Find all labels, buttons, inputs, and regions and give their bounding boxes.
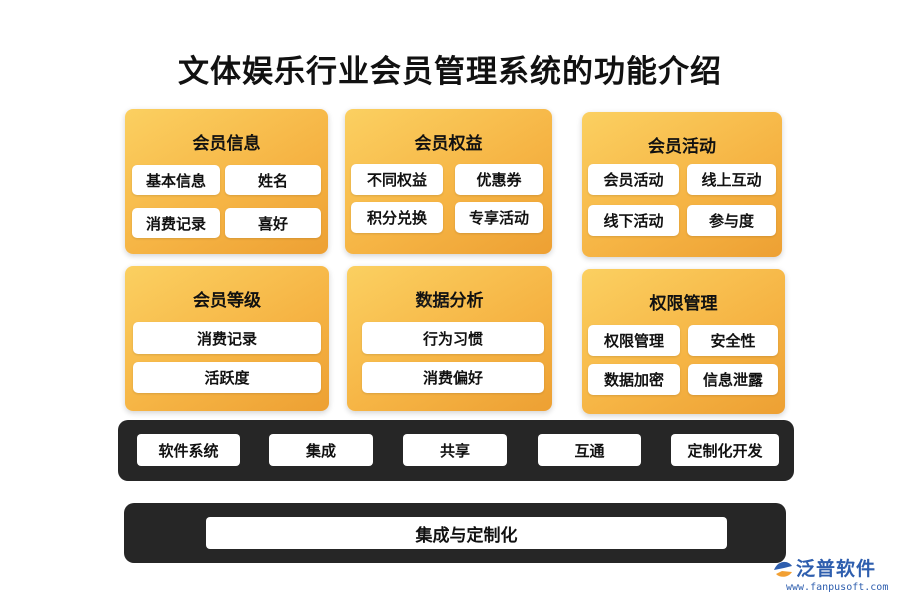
chip-exclusive-activity: 专享活动	[455, 202, 543, 233]
chip-offline-activity: 线下活动	[588, 205, 679, 236]
chip-consumption-record: 消费记录	[132, 208, 220, 238]
panel-title: 数据分析	[415, 291, 484, 311]
chip-preference: 喜好	[225, 208, 321, 238]
chip-name: 姓名	[225, 165, 321, 195]
chip-behavior-habit: 行为习惯	[362, 322, 544, 354]
chip-data-encryption: 数据加密	[588, 364, 680, 395]
chip-activity-level: 活跃度	[133, 362, 321, 393]
panel-title: 会员活动	[648, 137, 716, 157]
bar-item-integration: 集成	[269, 434, 373, 466]
chip-consumption-record: 消费记录	[133, 322, 321, 354]
bar-item-software-system: 软件系统	[137, 434, 240, 466]
bar-item-sharing: 共享	[403, 434, 507, 466]
chip-member-activity: 会员活动	[588, 164, 679, 195]
panel-member-level: 会员等级 消费记录 活跃度	[125, 266, 329, 411]
chip-points-redeem: 积分兑换	[351, 202, 443, 233]
chip-security: 安全性	[688, 325, 778, 356]
brand-logo: 泛普软件 www.fanpusoft.com	[770, 554, 898, 598]
panel-data-analysis: 数据分析 行为习惯 消费偏好	[347, 266, 552, 411]
base-bar: 集成与定制化	[124, 503, 786, 563]
bar-item-interconnect: 互通	[538, 434, 641, 466]
integration-bar: 软件系统 集成 共享 互通 定制化开发	[118, 420, 794, 481]
panel-title: 会员等级	[193, 291, 261, 311]
chip-different-rights: 不同权益	[351, 164, 443, 195]
chip-basic-info: 基本信息	[132, 165, 220, 195]
logo-icon	[774, 561, 792, 577]
panel-title: 会员信息	[192, 134, 261, 154]
panel-title: 权限管理	[649, 294, 718, 314]
panel-title: 会员权益	[414, 134, 483, 154]
page-title: 文体娱乐行业会员管理系统的功能介绍	[178, 54, 722, 90]
watermark: 泛普软件	[416, 299, 453, 309]
chip-coupon: 优惠券	[455, 164, 543, 195]
panel-member-rights: 会员权益 不同权益 优惠券 积分兑换 专享活动	[345, 109, 552, 254]
logo-url: www.fanpusoft.com	[786, 582, 889, 593]
chip-participation: 参与度	[687, 205, 776, 236]
panel-member-activity: 会员活动 会员活动 线上互动 线下活动 参与度	[582, 112, 782, 257]
base-bar-label: 集成与定制化	[206, 517, 727, 549]
chip-info-leak: 信息泄露	[688, 364, 778, 395]
panel-permission-management: 权限管理 权限管理 安全性 数据加密 信息泄露	[582, 269, 785, 414]
logo-name: 泛普软件	[796, 558, 877, 580]
chip-online-interaction: 线上互动	[687, 164, 776, 195]
chip-consumption-preference: 消费偏好	[362, 362, 544, 393]
panel-member-info: 会员信息 基本信息 姓名 消费记录 喜好	[125, 109, 328, 254]
chip-permission-management: 权限管理	[588, 325, 680, 356]
bar-item-custom-development: 定制化开发	[671, 434, 779, 466]
